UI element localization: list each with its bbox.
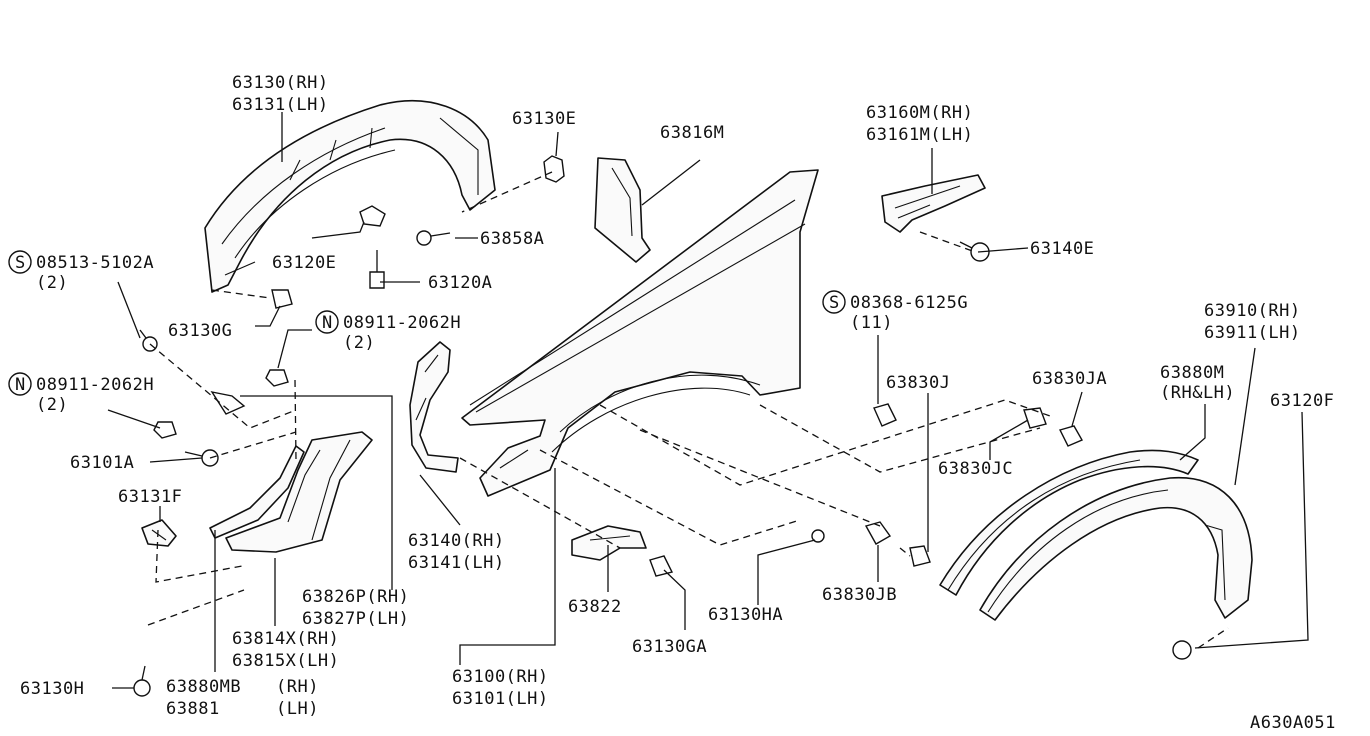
label-63858a: 63858A: [480, 229, 544, 249]
label-63100-rh: 63100(RH): [452, 667, 549, 687]
label-63880mb-side: (RH): [276, 677, 319, 697]
fender-seal-63816m: [594, 157, 651, 263]
label-63130ga: 63130GA: [632, 637, 707, 657]
screw-mark: S: [829, 293, 840, 313]
label-63160m-rh: 63160M(RH): [866, 103, 973, 123]
label-63140-rh: 63140(RH): [408, 531, 505, 551]
label-08911-lower-qty: (2): [36, 395, 68, 415]
label-63826p-rh: 63826P(RH): [302, 587, 409, 607]
label-63101-lh: 63101(LH): [452, 689, 549, 709]
screw-symbol-08368: S: [822, 290, 846, 314]
label-63130g: 63130G: [168, 321, 232, 341]
label-63161m-lh: 63161M(LH): [866, 125, 973, 145]
label-63830ja: 63830JA: [1032, 369, 1107, 389]
label-63880mb: 63880MB: [166, 677, 241, 697]
part-labels: 63130(RH) 63131(LH) 63130E 63816M 63160M…: [8, 73, 1336, 733]
label-08911-lower: 08911-2062H: [36, 375, 154, 395]
label-63881: 63881: [166, 699, 220, 719]
label-08513-qty: (2): [36, 273, 68, 293]
nut-symbol-08911-lower: N: [8, 372, 32, 396]
nut-mark: N: [15, 375, 26, 395]
label-63830jb: 63830JB: [822, 585, 897, 605]
mud-flap-63826p: [209, 445, 305, 539]
label-63814x-rh: 63814X(RH): [232, 629, 339, 649]
arch-extension-63910: [979, 476, 1253, 621]
nut-symbol-08911-upper: N: [315, 310, 339, 334]
label-63816m: 63816M: [660, 123, 724, 143]
label-63830jc: 63830JC: [938, 459, 1013, 479]
splash-shield-63140: [409, 341, 459, 473]
figure-code: A630A051: [1250, 713, 1336, 733]
label-63827p-lh: 63827P(LH): [302, 609, 409, 629]
label-63101a: 63101A: [70, 453, 134, 473]
label-63120a: 63120A: [428, 273, 492, 293]
label-63130h: 63130H: [20, 679, 84, 699]
label-63120f: 63120F: [1270, 391, 1334, 411]
label-63830j: 63830J: [886, 373, 950, 393]
label-08911-upper-qty: (2): [343, 333, 375, 353]
arch-molding-63880m: [939, 449, 1199, 596]
label-63881-side: (LH): [276, 699, 319, 719]
label-08368: 08368-6125G: [850, 293, 968, 313]
bracket-63822: [571, 525, 647, 561]
label-63130e: 63130E: [512, 109, 576, 129]
label-63130-rh: 63130(RH): [232, 73, 329, 93]
label-63140e: 63140E: [1030, 239, 1094, 259]
label-63130ha: 63130HA: [708, 605, 783, 625]
screw-symbol-08513: S: [8, 250, 32, 274]
clip-63131f: [141, 519, 177, 547]
splash-guard-63814x: [225, 431, 373, 553]
label-63815x-lh: 63815X(LH): [232, 651, 339, 671]
label-63880m-side: (RH&LH): [1160, 383, 1235, 403]
label-63822: 63822: [568, 597, 622, 617]
assembly-dashed-lines: [147, 171, 1229, 649]
fasteners: [133, 155, 1192, 697]
label-08368-qty: (11): [850, 313, 893, 333]
front-fender-panel: [461, 169, 819, 497]
label-63910-rh: 63910(RH): [1204, 301, 1301, 321]
leader-lines: [107, 112, 1309, 689]
label-63120e: 63120E: [272, 253, 336, 273]
inner-fender-liner: [204, 99, 496, 293]
label-63880m: 63880M: [1160, 363, 1224, 383]
label-63141-lh: 63141(LH): [408, 553, 505, 573]
bracket-63160m: [881, 174, 986, 233]
label-08513: 08513-5102A: [36, 253, 154, 273]
label-63131f: 63131F: [118, 487, 182, 507]
screw-mark: S: [15, 253, 26, 273]
nut-mark: N: [322, 313, 333, 333]
label-63131-lh: 63131(LH): [232, 95, 329, 115]
label-08911-upper: 08911-2062H: [343, 313, 461, 333]
label-63911-lh: 63911(LH): [1204, 323, 1301, 343]
